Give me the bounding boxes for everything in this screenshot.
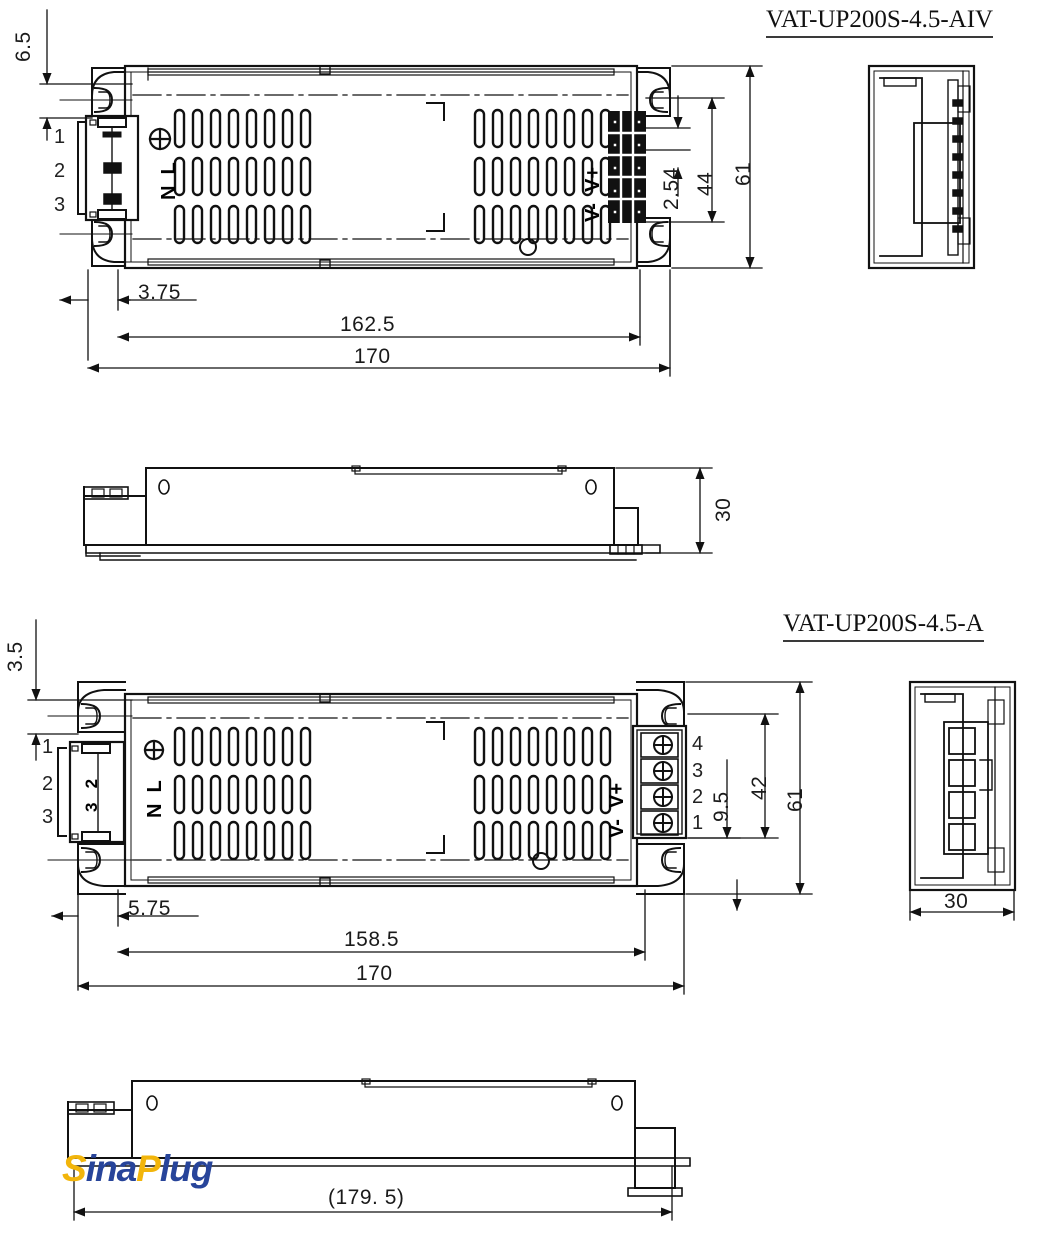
dim-edge-offset-top-6-5: 6.5 — [12, 31, 35, 62]
label-neutral-line-bottom: N L — [144, 780, 166, 818]
dim-length-170-bottom: 170 — [356, 962, 393, 985]
dim-end-width-30: 30 — [944, 890, 969, 913]
dim-mount-offset-5-75: 5.75 — [128, 897, 171, 920]
dim-mount-span-158-5: 158.5 — [344, 928, 400, 951]
logo-p: P — [136, 1148, 161, 1189]
terminal-pin-3: 3 — [692, 760, 704, 782]
title-bottom-drawing: VAT-UP200S-4.5-A — [783, 610, 984, 642]
logo-lug: lug — [159, 1148, 213, 1189]
dim-mount-span-162-5: 162.5 — [340, 313, 396, 336]
label-connector-pins-bottom: 3 2 — [82, 778, 101, 812]
input-pin-1-bottom: 1 — [42, 736, 54, 758]
dim-pitch-2-54: 2.54 — [660, 167, 683, 210]
title-top-drawing: VAT-UP200S-4.5-AIV — [766, 6, 994, 38]
dim-width-61-top: 61 — [732, 161, 755, 186]
dim-height-30-top: 30 — [712, 497, 735, 522]
terminal-pin-2: 2 — [692, 786, 704, 808]
terminal-pin-4: 4 — [692, 733, 704, 755]
dim-terminal-pitch-9-5: 9.5 — [710, 791, 733, 822]
sinaplug-logo: SinaPlug — [62, 1148, 213, 1190]
input-pin-2-bottom: 2 — [42, 773, 54, 795]
input-pin-3-top: 3 — [54, 194, 66, 216]
logo-ina: ina — [85, 1148, 137, 1189]
dim-width-61-bottom: 61 — [784, 787, 807, 812]
dim-terminal-span-44: 44 — [694, 171, 717, 196]
input-pin-2-top: 2 — [54, 160, 66, 182]
terminal-pin-1: 1 — [692, 812, 704, 834]
input-pin-1-top: 1 — [54, 126, 66, 148]
dim-edge-offset-top-3-5: 3.5 — [4, 641, 27, 672]
label-output-vminus-vplus-top: V- V+ — [582, 166, 604, 222]
dim-overall-length-179-5: (179. 5) — [328, 1186, 405, 1209]
label-output-vminus-vplus-bottom: V- V+ — [606, 782, 628, 838]
logo-s: S — [62, 1148, 87, 1189]
dim-length-170-top: 170 — [354, 345, 391, 368]
dim-terminal-span-42: 42 — [748, 775, 771, 800]
dim-mount-offset-3-75: 3.75 — [138, 281, 181, 304]
input-pin-3-bottom: 3 — [42, 806, 54, 828]
label-neutral-line-top: N L — [158, 162, 180, 200]
